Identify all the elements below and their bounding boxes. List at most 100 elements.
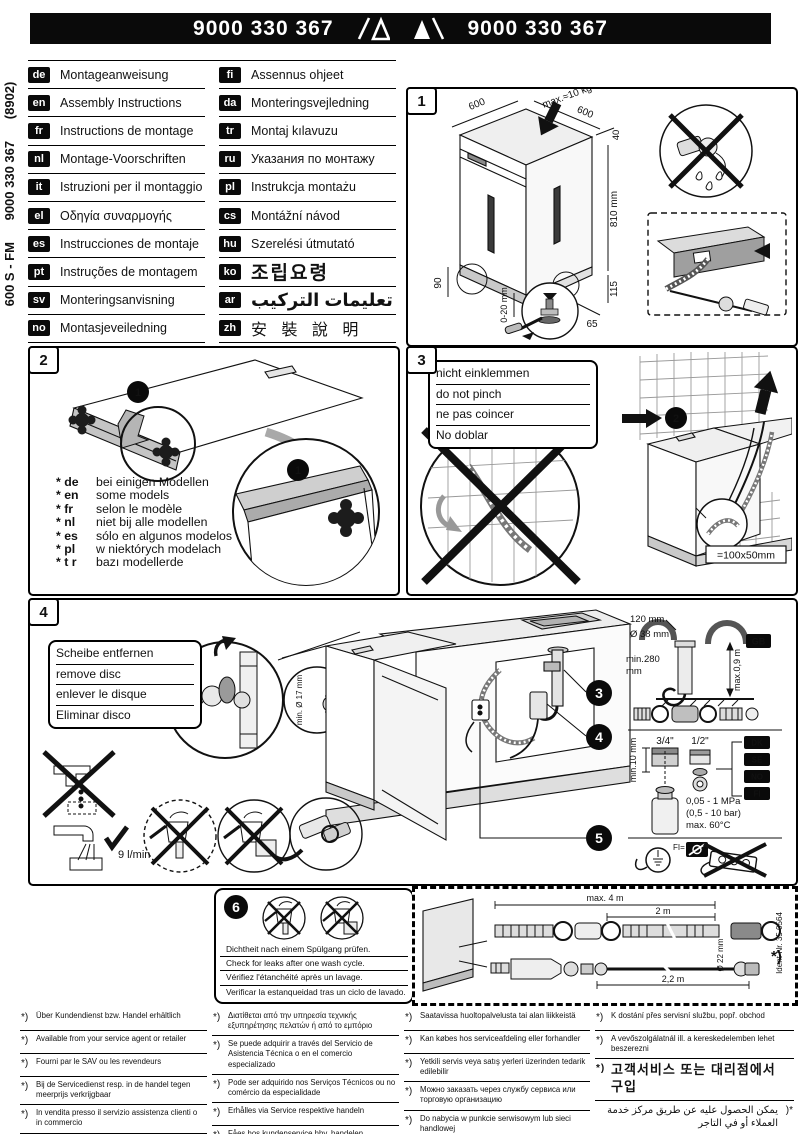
2m-label: 2 m xyxy=(655,906,670,916)
dia-22-label: Ø 22 mm xyxy=(716,938,725,971)
language-label: Montaj kılavuzu xyxy=(251,123,338,138)
language-label: Assembly Instructions xyxy=(60,95,182,110)
spare-asterisk: *) xyxy=(771,948,782,965)
footnote-text: Fourni par le SAV ou les revendeurs xyxy=(36,1057,162,1066)
footnote-item: *)Erhålles via Service respektive handel… xyxy=(212,1103,399,1126)
footnote-marker: *) xyxy=(405,1035,413,1046)
language-code-badge: ko xyxy=(219,263,241,280)
figure-4-panel: 4 min. Ø 17 mm xyxy=(28,598,798,886)
spare-hose-drawing: max. 4 m 2 m Ø 22 mm *) 2,2 m Ident-Nr. … xyxy=(422,893,784,992)
language-label: Monteringsvejledning xyxy=(251,95,370,110)
footnote-marker: *) xyxy=(405,1012,413,1023)
footnote-marker: *) xyxy=(405,1058,413,1069)
part-1-badge-number: 1 xyxy=(135,387,141,399)
drain-09-label: max.0,9 m xyxy=(732,649,742,691)
footnote-item: *)Fåes hos kundenservice hhv. handelen xyxy=(212,1126,399,1134)
doc-code-left: 9000 330 367 xyxy=(193,16,334,40)
insert-arrow xyxy=(117,409,150,449)
p6lines-line: Check for leaks after one wash cycle. xyxy=(220,957,408,972)
language-code-badge: de xyxy=(28,66,50,83)
p3warn-line: No doblar xyxy=(436,427,489,442)
step-6-badge: 6 xyxy=(224,895,248,919)
no-pour-icon-1 xyxy=(262,896,306,940)
dimension-lines xyxy=(447,100,615,317)
foot-adjust-inset xyxy=(504,282,579,340)
footnote-item: *)Available from your service agent or r… xyxy=(20,1031,207,1054)
model-note-text: w niektórych modelach xyxy=(96,542,222,557)
language-code-badge: it xyxy=(28,179,50,196)
language-label: تعليمات التركيب xyxy=(251,289,393,310)
supply-hose-assembly xyxy=(490,958,760,989)
footnote-text: Можно заказать через службу сервиса или … xyxy=(420,1085,576,1105)
footnote-marker: *) xyxy=(213,1129,220,1134)
language-label: Instructions de montage xyxy=(60,123,194,138)
drain-hose-assembly xyxy=(494,921,781,941)
no-leak-callout xyxy=(659,104,753,198)
footnote-marker: *) xyxy=(405,1114,413,1126)
pressure-line-2: (0,5 - 10 bar) xyxy=(686,808,741,819)
footnotes-column-4: *)K dostání přes servisní službu, popř. … xyxy=(595,1008,794,1134)
footnote-item: *)Do nabycia w punkcie serwisowym lub si… xyxy=(404,1111,590,1134)
cross-line xyxy=(668,113,744,189)
leak-check-icons xyxy=(262,896,364,940)
language-label: 조립요령 xyxy=(251,263,329,285)
inset-1-badge xyxy=(287,459,309,481)
pressure-bottle xyxy=(651,750,679,835)
flow-rate-label: 9 l/min xyxy=(118,849,150,861)
footnote-text: A vevőszolgálatnál ill. a kereskedelembe… xyxy=(611,1034,775,1054)
model-note-code: * de xyxy=(56,475,79,489)
pressure-line-1: 0,05 - 1 MPa xyxy=(686,796,741,807)
pressure-line-3: max. 60°C xyxy=(686,820,731,831)
badge-fi: FI xyxy=(753,790,760,799)
footnote-marker: *) xyxy=(213,1078,221,1090)
inset-1-badge-number: 1 xyxy=(295,465,301,477)
model-note-text: niet bij alle modellen xyxy=(96,515,208,530)
doc-code-right: 9000 330 367 xyxy=(467,16,608,40)
footnote-item: *)Über Kundendienst bzw. Handel erhältli… xyxy=(20,1008,207,1031)
language-code-badge: ar xyxy=(219,292,241,309)
leak-check-text: Dichtheit nach einem Spülgang prüfen.Che… xyxy=(216,941,412,999)
discbox-line: enlever le disque xyxy=(56,685,194,706)
language-code-badge: hu xyxy=(219,235,241,252)
language-code-badge: nl xyxy=(28,151,50,168)
figure-3-panel: 3 2 xyxy=(406,346,798,596)
appliance-rear xyxy=(422,898,488,992)
footnote-item: *) Saatavissa huoltopalvelusta tai alan l… xyxy=(404,1008,590,1031)
footnote-text: Saatavissa huoltopalvelusta tai alan lii… xyxy=(420,1011,576,1020)
cross-line xyxy=(421,427,581,585)
language-label: Instrukcja montażu xyxy=(251,180,356,195)
language-code-badge: fi xyxy=(219,66,241,83)
inset-corner-cap xyxy=(328,499,364,537)
dim-foot-range: 0-20 mm xyxy=(499,287,509,323)
no-tap-icon xyxy=(42,750,116,818)
corner-cap-left xyxy=(68,405,96,435)
language-label: 安 裝 說 明 xyxy=(251,322,364,340)
dim-600-left: 600 xyxy=(467,96,487,113)
duct-size-box xyxy=(705,545,787,564)
footnote-text: K dostání přes servisní službu, popř. ob… xyxy=(611,1011,765,1020)
language-code-badge: zh xyxy=(219,320,241,337)
figure-1-drawing: 600 max.≈10 kg 600 40 810 mm 115 65 90 0… xyxy=(433,83,787,340)
figure-4-drawing: min. Ø 17 mm xyxy=(42,609,782,878)
language-label: Montasjeveiledning xyxy=(60,321,168,336)
dim-65: 65 xyxy=(586,319,598,330)
footnote-text: يمكن الحصول عليه عن طريق مركز خدمة العمل… xyxy=(607,1105,778,1130)
model-note-code: * en xyxy=(56,488,79,503)
footnote-text: Διατίθεται από την υπηρεσία τεχνικής εξυ… xyxy=(228,1011,373,1031)
max-4m-label: max. 4 m xyxy=(586,893,623,903)
figure-4-number: 4 xyxy=(28,598,59,626)
figure-1-number: 1 xyxy=(406,87,437,115)
badge-se: SE xyxy=(752,756,763,765)
model-note-text: selon le modèle xyxy=(96,501,183,516)
